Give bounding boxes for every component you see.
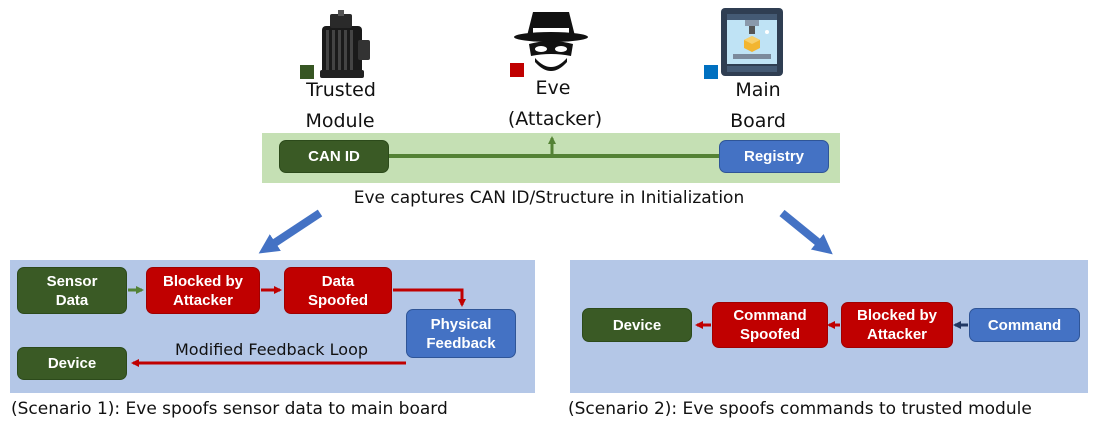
eve-color-square [510,63,524,77]
feedback-loop-label: Modified Feedback Loop [175,340,369,359]
blocked-by-attacker-box-2: Blocked by Attacker [841,302,953,348]
registry-box: Registry [719,140,829,173]
main-board-label-2: Board [730,110,786,132]
scenario2-caption: (Scenario 2): Eve spoofs commands to tru… [568,399,1032,419]
main-board-label-1: Main [735,79,781,101]
device-box-1: Device [17,347,127,380]
eve-label-1: Eve [535,77,571,99]
trusted-module-color-square [300,65,314,79]
motor-icon [320,10,370,78]
spy-icon [514,12,588,71]
trusted-module-label-2: Module [305,110,375,132]
physical-feedback-box: Physical Feedback [406,309,516,358]
command-spoofed-box: Command Spoofed [712,302,828,348]
data-spoofed-box: Data Spoofed [284,267,392,314]
down-right-arrow [779,209,833,255]
main-board-color-square [704,65,718,79]
down-left-arrow [258,209,323,254]
initialization-caption: Eve captures CAN ID/Structure in Initial… [353,188,745,208]
device-box-2: Device [582,308,692,342]
spoofed-to-feedback-arrow [393,288,466,307]
eve-label-2: (Attacker) [507,108,603,130]
command-box: Command [969,308,1080,342]
can-id-box: CAN ID [279,140,389,173]
scenario1-caption: (Scenario 1): Eve spoofs sensor data to … [11,399,448,419]
sensor-data-box: Sensor Data [17,267,127,314]
printer-icon [721,8,783,76]
trusted-module-label-1: Trusted [306,79,376,101]
blocked-by-attacker-box-1: Blocked by Attacker [146,267,260,314]
